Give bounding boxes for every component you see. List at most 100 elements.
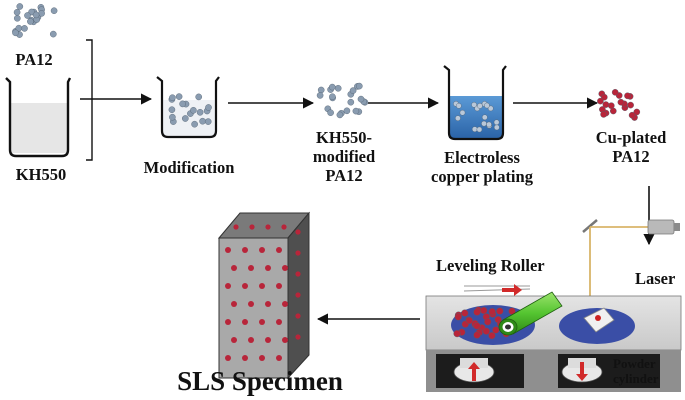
build-part-icon xyxy=(583,307,615,333)
particle xyxy=(16,3,24,10)
particle xyxy=(334,85,342,92)
kh550-modified-line-2: modified xyxy=(312,147,376,166)
particle xyxy=(496,307,504,315)
specimen-dot xyxy=(242,283,248,289)
specimen-dot xyxy=(276,247,282,253)
specimen-dot xyxy=(249,224,255,230)
sls-specimen-label: SLS Specimen xyxy=(177,366,343,396)
specimen-dot xyxy=(276,283,282,289)
particle xyxy=(24,12,31,19)
particle xyxy=(493,124,500,131)
specimen-dot xyxy=(259,319,265,325)
particle xyxy=(476,126,483,133)
particle xyxy=(454,313,462,321)
particle xyxy=(347,98,355,106)
cu-plated-line-1: Cu-plated xyxy=(595,128,667,147)
particle xyxy=(471,102,477,108)
specimen-dot xyxy=(242,355,248,361)
particle xyxy=(355,82,363,90)
specimen-dot xyxy=(259,283,265,289)
specimen-dot xyxy=(281,224,287,230)
kh550-beaker-icon xyxy=(5,77,72,158)
kh550-modified-line-3: PA12 xyxy=(325,166,363,185)
particle xyxy=(357,95,365,103)
specimen-copper-particles xyxy=(225,224,301,361)
particle xyxy=(486,121,492,128)
specimen-dot xyxy=(233,224,239,230)
particle xyxy=(50,30,57,38)
particle xyxy=(327,109,334,116)
cu-plated-label: Cu-plated PA12 xyxy=(583,128,679,166)
particle xyxy=(50,7,58,14)
particle xyxy=(624,92,631,100)
specimen-dot xyxy=(276,319,282,325)
laser-label: Laser xyxy=(635,269,676,288)
specimen-dot xyxy=(242,319,248,325)
particle xyxy=(169,113,176,121)
specimen-dot xyxy=(231,301,237,307)
plating-particles-icon xyxy=(453,101,500,133)
specimen-dot xyxy=(265,337,271,343)
particle xyxy=(349,87,357,94)
grouping-bracket xyxy=(86,39,93,161)
particle xyxy=(487,105,494,112)
powder-cylinder-line-1: Powder xyxy=(613,356,656,371)
particle xyxy=(610,107,617,115)
particle xyxy=(453,330,461,338)
leveling-roller-label: Leveling Roller xyxy=(436,256,545,275)
particle xyxy=(196,109,204,116)
cube-specimen-icon xyxy=(217,211,311,380)
particle xyxy=(328,83,336,91)
particle xyxy=(482,327,490,335)
cu-plated-line-2: PA12 xyxy=(612,147,650,166)
particle xyxy=(352,107,360,115)
specimen-dot xyxy=(295,292,301,298)
specimen-dot xyxy=(225,355,231,361)
powder-cylinder-line-2: cylinder xyxy=(613,371,659,386)
particle xyxy=(473,322,481,330)
specimen-dot xyxy=(248,265,254,271)
kh550-modified-line-1: KH550- xyxy=(316,128,372,147)
particle xyxy=(175,93,183,100)
specimen-dot xyxy=(225,247,231,253)
particle xyxy=(488,332,496,340)
powder-cylinder-label: Powder cylinder xyxy=(613,356,659,386)
particle xyxy=(168,106,176,113)
particle xyxy=(459,109,466,116)
particle xyxy=(600,111,607,118)
specimen-dot xyxy=(225,283,231,289)
down-arrow-icon xyxy=(576,362,588,381)
leveling-roller-icon xyxy=(463,284,563,336)
particle xyxy=(465,316,474,325)
particle xyxy=(597,97,604,105)
particle xyxy=(317,86,325,94)
electroless-line-1: Electroless xyxy=(444,148,520,167)
particle xyxy=(15,24,23,32)
particle xyxy=(481,120,487,127)
specimen-dot xyxy=(225,319,231,325)
specimen-dot xyxy=(295,271,301,277)
roller-direction-arrow xyxy=(502,284,522,296)
particle xyxy=(461,309,469,317)
particle xyxy=(38,10,45,17)
kh550-modified-label: KH550- modified PA12 xyxy=(292,128,396,185)
specimen-dot xyxy=(282,301,288,307)
specimen-dot xyxy=(248,337,254,343)
particle xyxy=(191,120,198,128)
particle xyxy=(32,11,40,19)
particle xyxy=(12,29,19,37)
particle xyxy=(627,101,634,109)
specimen-dot xyxy=(295,229,301,235)
particle xyxy=(316,92,324,99)
particle xyxy=(617,98,625,106)
specimen-dot xyxy=(242,247,248,253)
particle xyxy=(477,103,483,109)
particle xyxy=(488,308,496,316)
electroless-label: Electroless copper plating xyxy=(410,148,554,186)
particle xyxy=(336,111,344,119)
particle xyxy=(484,318,492,326)
particle xyxy=(455,115,461,121)
electroless-line-2: copper plating xyxy=(431,167,533,186)
particle xyxy=(473,308,481,316)
